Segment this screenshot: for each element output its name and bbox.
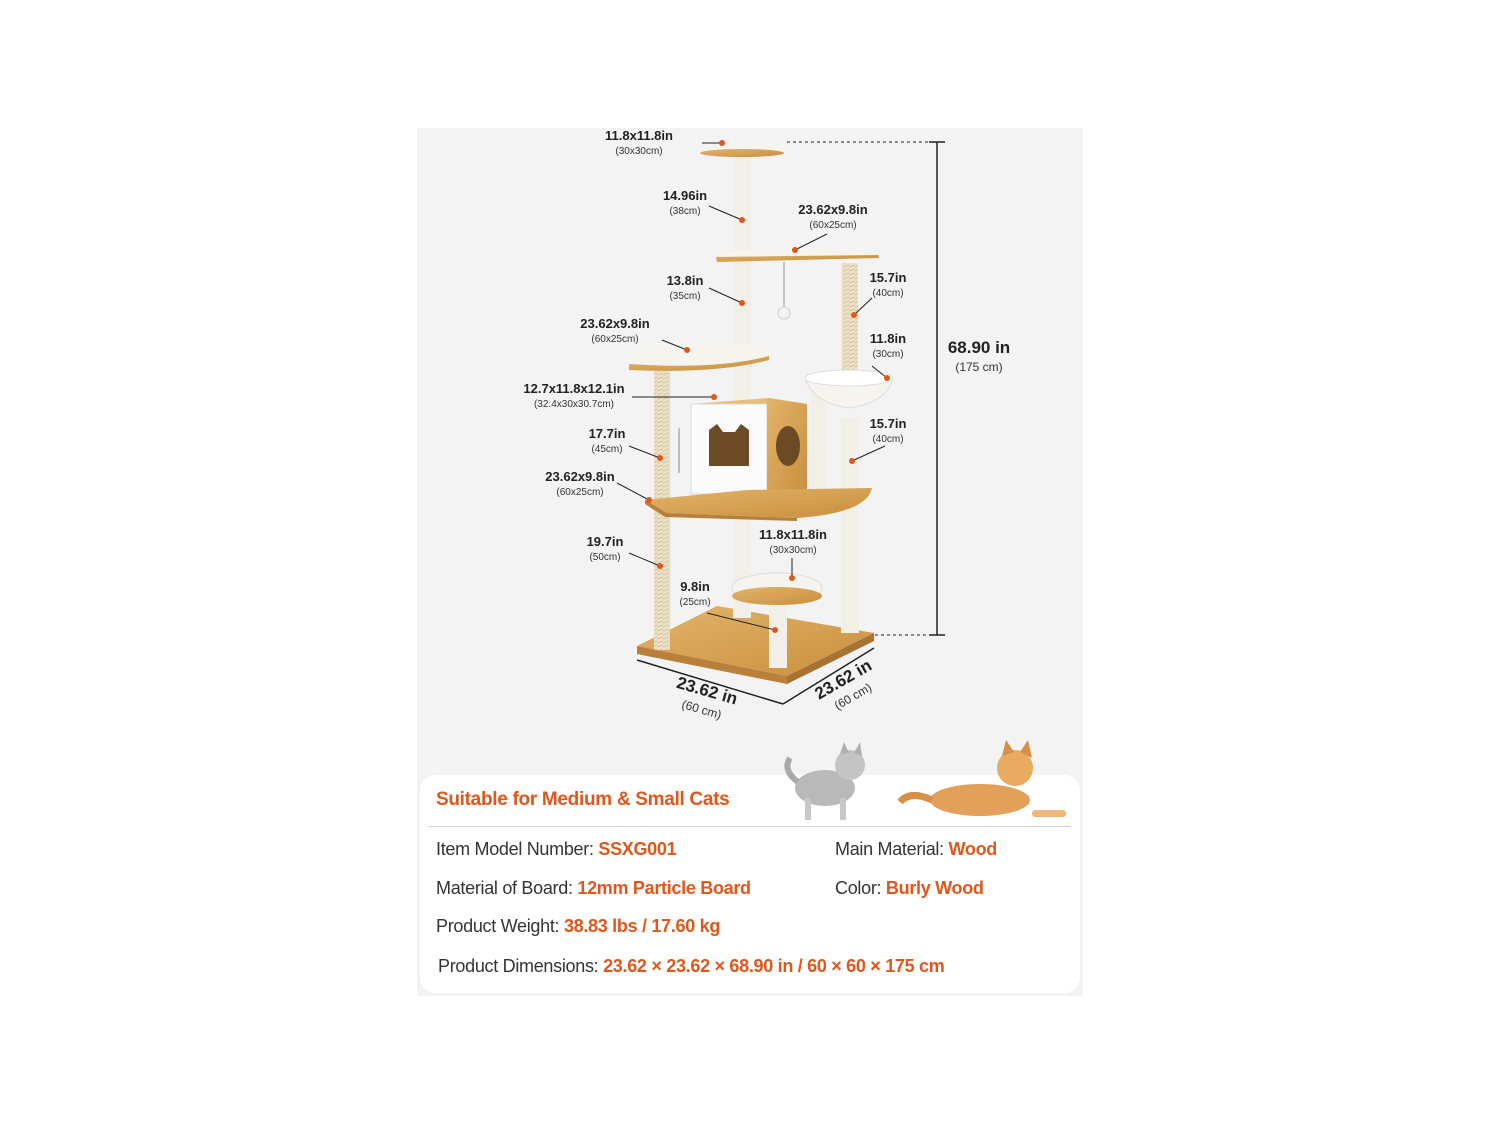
svg-text:9.8in: 9.8in [680,579,710,594]
label-basket: 11.8in (30cm) [870,331,906,360]
label-main-platform: 23.62x9.8in (60x25cm) [545,469,614,498]
spec-model-value: SSXG001 [598,839,677,859]
svg-text:(60x25cm): (60x25cm) [591,334,638,345]
height-dimension-line [787,141,945,636]
divider [428,826,1071,827]
left-platform [629,342,772,371]
svg-text:68.90 in: 68.90 in [948,338,1010,357]
svg-text:(35cm): (35cm) [669,291,700,302]
spec-color-label: Color: [835,878,886,898]
svg-text:11.8x11.8in: 11.8x11.8in [605,128,673,143]
svg-text:(25cm): (25cm) [679,597,710,608]
svg-text:11.8x11.8in: 11.8x11.8in [759,527,827,542]
svg-text:14.96in: 14.96in [663,188,707,203]
orange-tabby-cat [897,740,1066,817]
cat-condo [690,398,807,495]
right-sisal-post [842,263,858,373]
spec-board-value: 12mm Particle Board [577,878,751,898]
label-upper-platform: 23.62x9.8in (60x25cm) [798,202,867,231]
label-right-lower-post: 15.7in (40cm) [870,416,907,445]
svg-text:15.7in: 15.7in [870,270,907,285]
label-round-step: 11.8x11.8in (30x30cm) [759,527,827,556]
svg-text:(30cm): (30cm) [872,349,903,360]
svg-text:(30x30cm): (30x30cm) [769,545,816,556]
cats-photo [784,740,1066,820]
label-base-width: 23.62 in (60 cm) [674,673,739,722]
spec-material-label: Main Material: [835,839,949,859]
main-platform [645,488,872,521]
basket-post [811,383,827,503]
svg-text:13.8in: 13.8in [667,273,704,288]
label-top-platform: 11.8x11.8in (30x30cm) [605,128,673,157]
svg-text:(175 cm): (175 cm) [955,360,1002,374]
spec-model-label: Item Model Number: [436,839,599,859]
round-step [731,572,823,605]
svg-text:(40cm): (40cm) [872,288,903,299]
suitability-title: Suitable for Medium & Small Cats [436,789,730,810]
spec-material: Main Material: Wood [835,839,997,860]
label-left-platform: 23.62x9.8in (60x25cm) [580,316,649,345]
svg-text:23.62x9.8in: 23.62x9.8in [580,316,649,331]
svg-text:(38cm): (38cm) [669,206,700,217]
svg-text:(50cm): (50cm) [589,552,620,563]
svg-text:15.7in: 15.7in [870,416,907,431]
spec-weight-value: 38.83 lbs / 17.60 kg [563,916,721,936]
label-total-height: 68.90 in (175 cm) [948,338,1010,374]
spec-weight: Product Weight: 38.83 lbs / 17.60 kg [436,916,720,937]
spec-card: Suitable for Medium & Small Cats Item Mo… [420,740,1080,993]
svg-text:(60x25cm): (60x25cm) [556,487,603,498]
label-left-lower-post: 19.7in (50cm) [587,534,624,563]
label-step-post: 9.8in (25cm) [679,579,710,608]
label-left-mid-post: 17.7in (45cm) [589,426,626,455]
cat-tree-diagram: 11.8x11.8in (30x30cm) 14.96in (38cm) 23.… [523,128,1010,722]
base-board [637,606,874,684]
svg-text:(32.4x30x30.7cm): (32.4x30x30.7cm) [534,399,614,410]
svg-text:23.62x9.8in: 23.62x9.8in [545,469,614,484]
upper-platform [715,248,879,320]
spec-board: Material of Board: 12mm Particle Board [436,878,751,899]
spec-model: Item Model Number: SSXG001 [436,839,677,860]
svg-text:(30x30cm): (30x30cm) [615,146,662,157]
right-plush-post [841,418,859,633]
spec-color: Color: Burly Wood [835,878,984,899]
spec-color-value: Burly Wood [885,878,984,898]
spec-dimensions-value: 23.62 × 23.62 × 68.90 in / 60 × 60 × 175… [603,956,945,976]
svg-text:(45cm): (45cm) [591,444,622,455]
svg-text:11.8in: 11.8in [870,331,906,346]
svg-text:(40cm): (40cm) [872,434,903,445]
svg-text:17.7in: 17.7in [589,426,626,441]
label-right-upper-post: 15.7in (40cm) [870,270,907,299]
spec-weight-label: Product Weight: [436,916,564,936]
grey-tabby-cat [784,742,865,820]
basket-hammock [804,369,894,409]
spec-dimensions-label: Product Dimensions: [438,956,604,976]
svg-text:12.7x11.8x12.1in: 12.7x11.8x12.1in [523,381,624,396]
svg-text:(60x25cm): (60x25cm) [809,220,856,231]
svg-text:19.7in: 19.7in [587,534,624,549]
base-dimension-lines [636,647,875,705]
spec-material-value: Wood [948,839,998,859]
leader-lines [616,140,890,633]
spec-dimensions: Product Dimensions: 23.62 × 23.62 × 68.9… [438,956,945,977]
label-mid-post: 13.8in (35cm) [667,273,704,302]
label-condo: 12.7x11.8x12.1in (32.4x30x30.7cm) [523,381,624,410]
step-post [769,598,787,668]
svg-text:23.62x9.8in: 23.62x9.8in [798,202,867,217]
spec-board-label: Material of Board: [436,878,578,898]
label-top-post: 14.96in (38cm) [663,188,707,217]
top-platform [700,143,784,157]
